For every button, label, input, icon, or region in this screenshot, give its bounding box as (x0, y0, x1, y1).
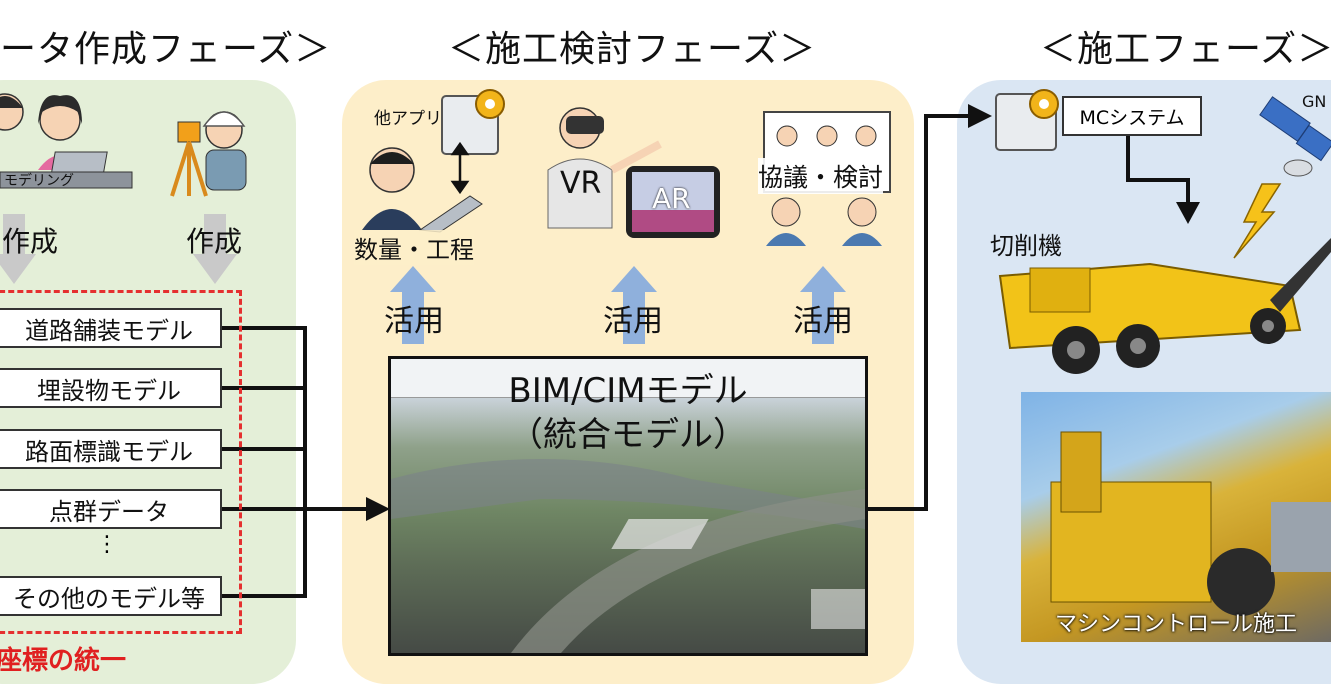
create-arrow-left (0, 214, 36, 284)
vr-headset-icon (547, 107, 662, 229)
usage-label-2: 活用 (603, 304, 663, 339)
model-road-pavement: 道路舗装モデル (0, 308, 222, 348)
create-label-right: 作成 (186, 225, 243, 258)
modeling-people-illustration (0, 93, 133, 189)
vr-label: VR (560, 166, 602, 201)
machine-photo-graphic (1050, 431, 1331, 616)
tablet-icon (626, 166, 720, 238)
phase-title-planning: ＜施工検討フェーズ＞ (448, 29, 817, 70)
surveyor-illustration (170, 111, 247, 197)
double-arrow-icon (450, 141, 470, 195)
arrow-to-mc (968, 104, 992, 128)
point-cloud-view (391, 459, 865, 653)
ar-label: AR (652, 182, 691, 215)
machine-control-photo: マシンコントロール施工 (1021, 392, 1331, 642)
usage-arrow-2 (611, 266, 657, 344)
bim-model-subtitle: （統合モデル） (509, 415, 747, 455)
usage-arrow-1 (390, 266, 436, 344)
usage-label-1: 活用 (384, 304, 444, 339)
model-point-cloud: 点群データ (0, 489, 222, 529)
lightning-icon (1233, 183, 1282, 259)
cutting-machine-illustration (998, 238, 1331, 374)
photo-caption: マシンコントロール施工 (1054, 612, 1297, 637)
mc-system-box: MCシステム (1062, 96, 1202, 136)
model-buried-objects: 埋設物モデル (0, 368, 222, 408)
cutting-machine-label: 切削機 (990, 232, 1062, 260)
arrow-to-machine (1176, 202, 1200, 224)
phase-title-data-creation: ータ作成フェーズ＞ (0, 29, 332, 70)
modeling-label: モデリング (4, 173, 74, 189)
coordinate-unification-label: 座標の統一 (0, 646, 127, 676)
arrow-to-bim (366, 497, 390, 521)
gnss-label: GN (1302, 92, 1327, 111)
models-ellipsis: ⋮ (96, 532, 118, 557)
mc-to-machine-connector (1126, 136, 1190, 204)
other-app-label: 他アプリ (374, 109, 442, 129)
usage-label-3: 活用 (793, 304, 853, 339)
gear-icon (441, 89, 505, 155)
bim-to-mc-connector (868, 114, 970, 511)
bim-model-title: BIM/CIMモデル (508, 371, 748, 411)
phase-title-construction: ＜施工フェーズ＞ (1040, 29, 1331, 70)
model-others: その他のモデル等 (0, 576, 222, 616)
discussion-label: 協議・検討 (758, 158, 884, 194)
quantity-schedule-label: 数量・工程 (354, 230, 474, 265)
coordinate-unification-border (0, 290, 242, 634)
create-label-left: 作成 (2, 225, 59, 258)
bim-model-screenshot: BIM/CIMモデル （統合モデル） (388, 356, 868, 656)
office-worker-illustration (362, 147, 483, 233)
usage-arrow-3 (800, 266, 846, 344)
create-arrow-right (193, 214, 237, 284)
model-road-markings: 路面標識モデル (0, 429, 222, 469)
bim-model-title-block: BIM/CIMモデル （統合モデル） (391, 369, 865, 457)
software-ribbon (391, 359, 865, 398)
mc-gear-icon (995, 89, 1059, 151)
satellite-icon (1259, 96, 1331, 177)
model-connector-lines (222, 326, 368, 598)
